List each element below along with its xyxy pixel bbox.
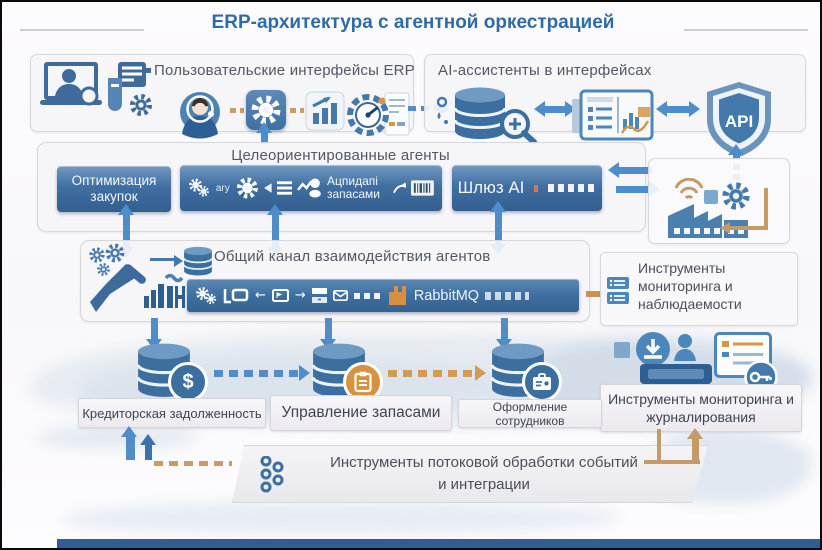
agent-procurement-box: Оптимизация закупок [57, 166, 171, 212]
wifi-icon [674, 178, 704, 200]
dotted-blocks-icon [548, 184, 597, 192]
small-gears-icon [189, 178, 209, 197]
agent-gateway-box: Шлюз AI [452, 165, 602, 211]
bus-flag-box-icon [271, 289, 289, 302]
support-agent-avatar-icon [180, 92, 220, 139]
streaming-label: Инструменты потоковой обработки событий … [302, 452, 638, 496]
message-bus-bar: ← → RabbitMQ [187, 279, 579, 312]
dotted-blocks-icon [485, 291, 530, 300]
dollar-glyph: $ [182, 370, 194, 393]
download-avatar-icon [636, 332, 670, 366]
dash-connector [230, 108, 244, 113]
wave-bars-icon [144, 273, 185, 308]
arrow-stream-to-payables [121, 426, 137, 460]
streaming-line2: и интеграции [438, 476, 530, 493]
arrow-stream-to-payables-small [140, 434, 156, 460]
small-arrow-icon [264, 183, 273, 193]
sparkle-dots-icon [436, 96, 448, 124]
signal-tick-icon [534, 184, 539, 192]
orange-corner-connector [720, 188, 768, 234]
agents-title: Целеориентированные агенты [231, 147, 450, 164]
agent-inventory-label: Ацпидапі запасами [327, 174, 380, 201]
arrow-stream-to-logging [687, 428, 703, 462]
api-label: API [725, 112, 753, 131]
id-badge-icon [522, 362, 562, 402]
title-rule-right [684, 29, 808, 31]
arrow-channel-to-db3 [496, 318, 512, 350]
funnel-gears-icon [89, 242, 146, 312]
logging-connector-vertical [657, 429, 661, 463]
arrow-gears-to-db [150, 254, 183, 267]
small-square-icon [614, 342, 630, 358]
title-rule-left [20, 29, 144, 31]
inventory-icon-text: ary [215, 182, 230, 194]
laptop-video-call-icon [40, 62, 102, 106]
barcode-icon [411, 180, 434, 196]
console-bar-icon [640, 364, 712, 384]
db-label-inventory: Управление запасами [270, 395, 452, 431]
streaming-line1: Инструменты потоковой обработки событий [330, 454, 638, 472]
dash-stream-left-connector [154, 461, 232, 466]
arrow-factory-to-gateway [608, 162, 652, 178]
small-square-icon [704, 190, 718, 204]
agent-gateway-label: Шлюз AI [457, 178, 525, 197]
arrow-channel-to-db2 [320, 318, 336, 350]
agent-inventory-box: ary Ацпидапі запасами [180, 165, 442, 211]
arrow-db1-to-db2 [214, 365, 310, 381]
channel-title: Общий канал взаимодействия агентов [214, 248, 491, 265]
bus-terminal-icon [223, 288, 249, 303]
observability-label: Инструменты мониторинга и наблюдаемости [638, 260, 742, 313]
growth-chart-icon [305, 91, 345, 131]
person-wave-icon [297, 178, 322, 198]
arrow-gateway-to-factory [616, 181, 660, 197]
server-list-icon [607, 277, 629, 304]
api-shield-icon: API [707, 82, 771, 157]
bus-gears-icon [196, 286, 217, 304]
db-label-onboarding: Оформление сотрудников [458, 399, 602, 428]
arrow-dashboard-api [656, 101, 700, 117]
dashboard-icon [572, 89, 654, 141]
arrow-db2-to-db3 [388, 365, 486, 381]
observability-box [600, 252, 798, 326]
watercolor-wash [38, 426, 198, 448]
arrow-channel-to-db1 [146, 318, 162, 350]
logging-connector-horizontal [644, 460, 700, 464]
arrow-agents-to-ui [256, 122, 272, 144]
rabbitmq-logo-icon [388, 286, 406, 305]
logging-box: Инструменты мониторинга и журналирования [600, 384, 802, 432]
streaming-banner: Инструменты потоковой обработки событий … [232, 445, 708, 503]
ai-assistants-title: AI-ассистенты в интерфейсах [438, 62, 652, 79]
envelope-icon [332, 290, 348, 301]
documents-gear-icon [108, 62, 152, 120]
stream-dots-icon [259, 456, 285, 494]
gauge-icon [347, 94, 389, 136]
split-bars-icon [311, 288, 327, 303]
left-arrow-icon: ← [255, 288, 266, 303]
person-icon [674, 334, 696, 361]
right-arrow-icon: → [294, 288, 306, 303]
bus-label: RabbitMQ [413, 287, 480, 304]
dash-connector [290, 108, 304, 113]
menu-bars-icon [277, 181, 293, 195]
bottom-blue-bar [57, 539, 820, 548]
database-search-icon [453, 86, 537, 144]
dollar-badge-icon: $ [168, 362, 208, 402]
arrow-db-dashboard [534, 101, 576, 117]
user-interfaces-title: Пользовательские интерфейсы ERP [154, 62, 415, 79]
page-title: ERP-архитектура с агентной оркестрацией [211, 12, 615, 33]
db-label-payables: Кредиторская задолженность [78, 398, 266, 428]
watercolor-wash [62, 502, 622, 534]
corner-arrow-icon [392, 182, 407, 194]
dash-blocks-icon [353, 292, 382, 299]
gear-icon [235, 175, 260, 201]
